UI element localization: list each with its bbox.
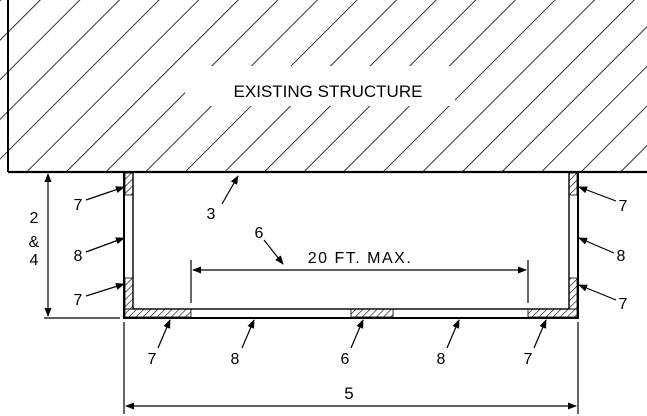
housing-box <box>123 171 579 319</box>
depth-label-ampersand: & <box>29 234 40 251</box>
overall-width-dimension <box>123 322 579 414</box>
depth-dimension <box>44 173 120 319</box>
callout-left-top: 7 <box>74 197 83 214</box>
existing-structure-label: EXISTING STRUCTURE <box>234 82 423 101</box>
hatched-seal-segments <box>124 172 578 318</box>
callout-span-arrow: 6 <box>255 225 264 242</box>
callout-left-bottom: 7 <box>74 292 83 309</box>
callout-top-wall: 3 <box>207 206 216 223</box>
callout-right-mid: 8 <box>617 248 626 265</box>
callout-left-mid: 8 <box>74 248 83 265</box>
callout-right-top: 7 <box>619 198 628 215</box>
callout-bottom-2: 8 <box>231 351 240 368</box>
depth-label-bottom: 4 <box>30 252 39 269</box>
callout-right-bottom: 7 <box>619 296 628 313</box>
overall-width-label: 5 <box>344 384 353 403</box>
callout-bottom-5: 7 <box>524 351 533 368</box>
max-span-dimension <box>190 260 529 303</box>
existing-structure <box>0 0 647 174</box>
max-span-label: 20 FT. MAX. <box>308 250 413 267</box>
callout-bottom-4: 8 <box>437 351 446 368</box>
callout-leaders <box>85 175 617 349</box>
depth-label-top: 2 <box>30 210 39 227</box>
callout-bottom-1: 7 <box>148 351 157 368</box>
callout-bottom-3: 6 <box>341 351 350 368</box>
